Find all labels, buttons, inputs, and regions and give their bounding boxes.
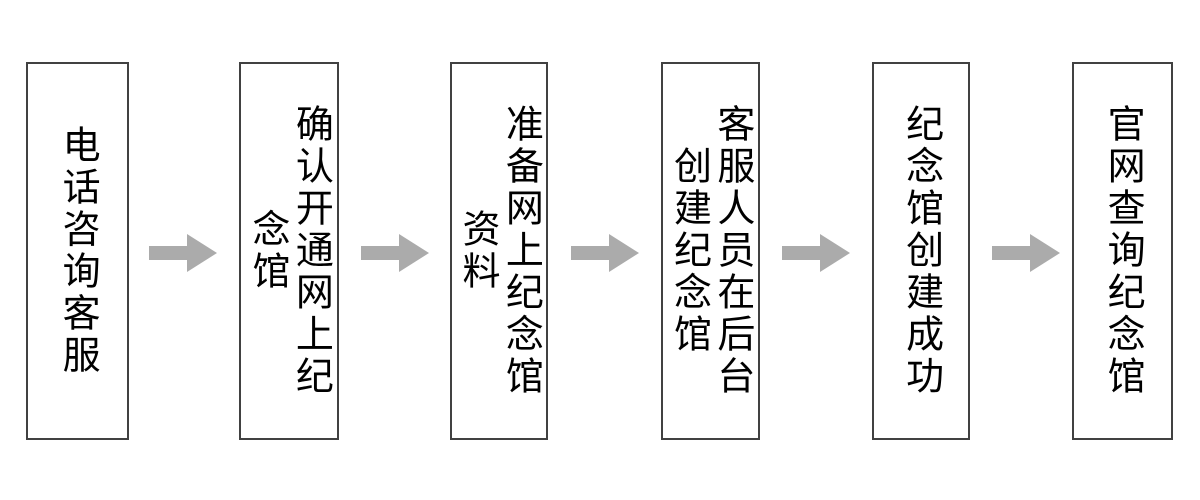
arrow-right-icon-2 bbox=[361, 229, 429, 277]
process-node-5-label: 纪念馆创建成功 bbox=[899, 104, 944, 398]
arrow-right-icon-1 bbox=[149, 229, 217, 277]
arrow-right-icon-5 bbox=[992, 229, 1060, 277]
arrow-right-icon-4 bbox=[782, 229, 850, 277]
process-node-6-label: 官网查询纪念馆 bbox=[1101, 104, 1146, 398]
process-node-2[interactable]: 确认开通网上纪念馆 bbox=[239, 62, 339, 440]
process-node-4-label: 客服人员在后台创建纪念馆 bbox=[667, 104, 755, 398]
process-node-3-label: 准备网上纪念馆资料 bbox=[456, 104, 544, 398]
process-node-4[interactable]: 客服人员在后台创建纪念馆 bbox=[661, 62, 760, 440]
process-node-3[interactable]: 准备网上纪念馆资料 bbox=[450, 62, 548, 440]
arrow-right-icon-3 bbox=[571, 229, 639, 277]
process-node-5[interactable]: 纪念馆创建成功 bbox=[872, 62, 970, 440]
process-node-2-label: 确认开通网上纪念馆 bbox=[246, 104, 334, 398]
process-node-1[interactable]: 电话咨询客服 bbox=[26, 62, 129, 440]
process-node-6[interactable]: 官网查询纪念馆 bbox=[1072, 62, 1173, 440]
process-node-1-label: 电话咨询客服 bbox=[56, 125, 101, 377]
